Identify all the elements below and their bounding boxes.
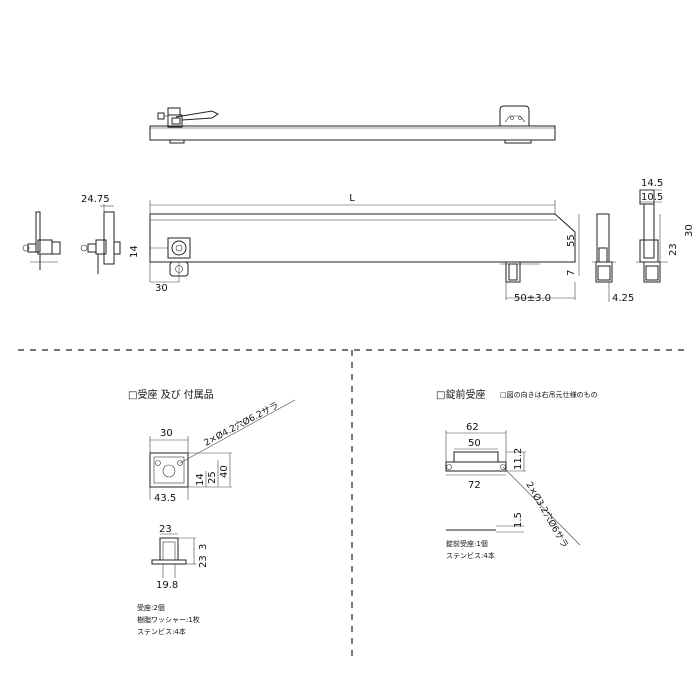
dim-23-right: 23 [668, 243, 679, 256]
dim-7: 7 [566, 270, 577, 276]
receiver-plate [149, 452, 189, 488]
dim-10-5: 10.5 [641, 192, 663, 203]
arm-assembly-top [157, 107, 219, 144]
lock-plate-raised [453, 451, 499, 463]
bracket-top [499, 105, 532, 144]
receiver-dim-30: 30 [160, 428, 173, 439]
lock-note-1: 錠前受座:1個 [446, 539, 488, 548]
receiver-hole-note: 2×Ø4.2穴Ø6.2サラ [202, 399, 281, 449]
receiver-dim-19-8: 19.8 [156, 580, 178, 591]
lock-dim-72: 72 [468, 480, 481, 491]
receiver-dim-23-side: 23 [198, 555, 209, 568]
lock-hole-note: 2×Ø3.2穴Ø6サラ [523, 480, 571, 551]
lock-plate [445, 461, 507, 472]
side-view-2 [80, 204, 121, 274]
receiver-dim-43-5: 43.5 [154, 493, 176, 504]
receiver-note-1: 受座:2個 [137, 603, 165, 612]
lock-dim-50: 50 [468, 438, 481, 449]
receiver-note-2: 樹脂ワッシャー:1枚 [137, 615, 200, 624]
front-view: L 14 30 50±3.0 55 [129, 193, 580, 304]
bracket-front [500, 261, 576, 300]
lock-note-2: ステンビス:4本 [446, 551, 495, 560]
left-side-views: 24.75 [22, 194, 121, 274]
dim-50-tolerance: 50±3.0 [514, 293, 551, 304]
receiver-dim-14: 14 [195, 473, 206, 486]
closer-body-front [149, 213, 576, 263]
right-side-views: 4.25 14.5 10.5 23 30 [592, 178, 695, 304]
receiver-section-title: □受座 及び 付属品 [128, 388, 214, 401]
receiver-note-3: ステンビス:4本 [137, 627, 186, 636]
lock-dim-1-5: 1.5 [513, 512, 524, 528]
dim-14-5: 14.5 [641, 178, 663, 189]
side-view-1 [22, 211, 61, 270]
lock-orientation-note: □図の向きは右吊元仕様のもの [500, 390, 598, 399]
side-view-3 [592, 213, 616, 302]
receiver-dim-40: 40 [219, 465, 230, 478]
dim-55: 55 [566, 234, 577, 247]
dim-14-front: 14 [129, 245, 140, 258]
lock-dim-11-2: 11.2 [513, 448, 524, 470]
receiver-section: □受座 及び 付属品 30 43.5 14 25 40 2×Ø4.2穴Ø6.2サ… [128, 388, 296, 636]
resin-washer [151, 533, 196, 578]
closer-body-top [149, 125, 556, 141]
lock-section: □錠前受座 □図の向きは右吊元仕様のもの 62 50 11.2 72 2×Ø3.… [436, 388, 598, 560]
receiver-dim-25: 25 [207, 471, 218, 484]
dim-4-25: 4.25 [612, 293, 634, 304]
lock-dim-62: 62 [466, 422, 479, 433]
pinion-detail [149, 237, 191, 283]
receiver-dim-3: 3 [198, 544, 209, 550]
dim-length-L: L [349, 193, 355, 204]
dim-30-right: 30 [684, 224, 695, 237]
dim-30-front: 30 [155, 283, 168, 294]
dim-24-75: 24.75 [81, 194, 110, 205]
top-elevation-view [149, 105, 556, 144]
receiver-dim-23: 23 [159, 524, 172, 535]
lock-section-title: □錠前受座 [436, 388, 485, 401]
side-view-4 [636, 189, 668, 283]
